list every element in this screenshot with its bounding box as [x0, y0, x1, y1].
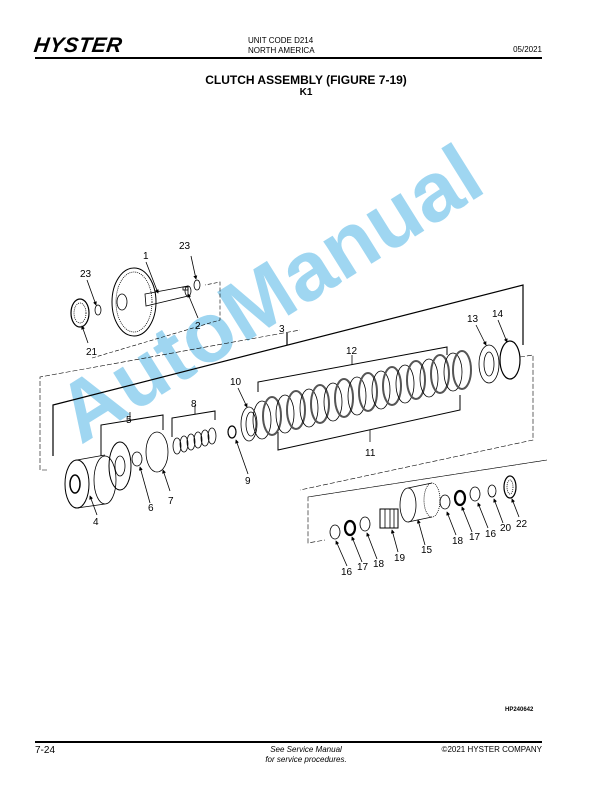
callout-17a: 17	[357, 562, 369, 573]
callout-22: 22	[516, 519, 528, 530]
copyright: ©2021 HYSTER COMPANY	[441, 745, 542, 754]
header-rule	[35, 57, 542, 59]
clutch-disc-stack	[252, 350, 472, 440]
callout-18b: 18	[452, 536, 464, 547]
callout-16a: 16	[341, 567, 353, 578]
unit-code: UNIT CODE D214	[248, 36, 314, 45]
callout-13: 13	[467, 314, 479, 325]
callout-8: 8	[191, 399, 197, 410]
callout-12: 12	[346, 346, 358, 357]
callout-1: 1	[143, 251, 149, 262]
callout-6: 6	[148, 503, 154, 514]
callout-4: 4	[93, 517, 99, 528]
callout-7: 7	[168, 496, 174, 507]
callout-3: 3	[279, 324, 285, 335]
page-number: 7-24	[35, 745, 56, 756]
service-note-line1: See Service Manual	[270, 745, 342, 754]
dashed-frame-main	[39, 329, 301, 471]
unit-info: UNIT CODE D214 NORTH AMERICA	[248, 36, 315, 56]
callout-23b: 23	[179, 241, 191, 252]
callout-14: 14	[492, 309, 504, 320]
callout-19: 19	[394, 553, 406, 564]
callout-15: 15	[421, 545, 433, 556]
dashed-frame-bottom	[307, 459, 548, 544]
callout-20: 20	[500, 523, 512, 534]
bracket-3	[52, 284, 524, 456]
footer-rule	[35, 741, 542, 743]
callout-10: 10	[230, 377, 242, 388]
service-note: See Service Manual for service procedure…	[0, 745, 612, 765]
page-subtitle: K1	[299, 87, 313, 98]
callout-11: 11	[365, 448, 376, 459]
callout-18a: 18	[373, 559, 385, 570]
region: NORTH AMERICA	[248, 46, 315, 55]
revision-date: 05/2021	[513, 45, 542, 54]
dashed-frame-right	[299, 354, 534, 491]
callout-16b: 16	[485, 529, 497, 540]
dashed-frame-top	[91, 281, 221, 359]
callout-2: 2	[195, 321, 201, 332]
page-title: CLUTCH ASSEMBLY (FIGURE 7-19)	[205, 73, 407, 87]
callout-5: 5	[126, 415, 132, 426]
callout-9: 9	[245, 476, 251, 487]
service-note-line2: for service procedures.	[265, 755, 347, 764]
callout-17b: 17	[469, 532, 481, 543]
callout-23a: 23	[80, 269, 92, 280]
callout-21: 21	[86, 347, 98, 358]
figure-code: HP240642	[505, 707, 534, 713]
